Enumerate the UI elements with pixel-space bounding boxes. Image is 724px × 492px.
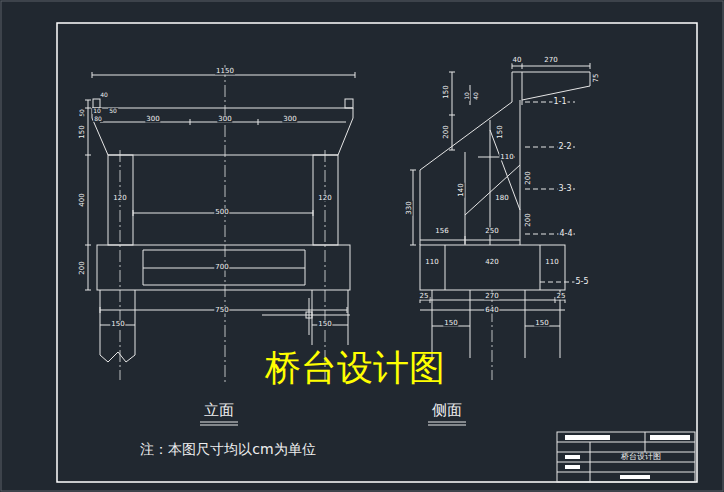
- drawing-line: [525, 102, 575, 282]
- dimension-label: 156: [434, 228, 449, 235]
- drawing-line: [420, 100, 520, 245]
- dimension-label: 25: [419, 293, 430, 300]
- dimension-label: 330: [406, 200, 413, 215]
- dimension-label: 10: [92, 108, 102, 114]
- drawing-line: [100, 325, 348, 326]
- dimension-label: 50: [79, 108, 85, 118]
- dimension-label: 200: [525, 212, 532, 227]
- dimension-label: 150: [79, 124, 86, 139]
- drawing-line: [100, 290, 135, 362]
- dimension-label: 300: [145, 116, 160, 123]
- dimension-label: 1-1: [552, 98, 567, 106]
- drawing-line: [262, 298, 350, 335]
- drawing-line: [557, 432, 695, 482]
- drawing-line: [85, 100, 91, 290]
- drawing-line: [650, 435, 690, 440]
- dimension-label: 5-5: [574, 278, 589, 286]
- drawing-line: [512, 63, 590, 69]
- drawing-line: [565, 465, 580, 469]
- dimension-label: 400: [79, 192, 86, 207]
- dimension-label: 270: [543, 57, 558, 64]
- drawing-line: [420, 245, 565, 290]
- drawing-title: 桥台设计图: [264, 350, 446, 386]
- drawing-line: [57, 23, 697, 482]
- dimension-label: 75: [593, 73, 600, 84]
- dimension-label: 200: [443, 124, 450, 139]
- drawing-line: [92, 108, 353, 155]
- dimension-label: 300: [217, 116, 232, 123]
- drawing-line: [465, 120, 520, 245]
- dimension-label: 270: [484, 293, 499, 300]
- title-block-bars: [565, 435, 690, 479]
- dimension-label: 150: [497, 124, 504, 139]
- dimension-label: 110: [424, 259, 439, 266]
- dimension-label: 120: [112, 195, 127, 202]
- dimension-label: 150: [443, 84, 450, 99]
- dimension-label: 150: [110, 321, 125, 328]
- dimension-label: 140: [458, 182, 465, 197]
- dimension-label: 40: [473, 91, 479, 101]
- drawing-line: [449, 72, 470, 150]
- dimension-label: 25: [556, 293, 567, 300]
- drawing-line: [312, 290, 348, 345]
- dimension-label: 500: [214, 209, 229, 216]
- drawing-line: [420, 236, 520, 244]
- dimension-label: 1150: [215, 68, 235, 75]
- dimension-label: 3-3: [557, 185, 572, 193]
- dimension-label: 120: [317, 195, 332, 202]
- drawing-line: [420, 102, 512, 170]
- dimension-label: 40: [99, 92, 109, 98]
- title-block-cell: 桥台设计图: [596, 452, 686, 462]
- drawing-line: [120, 65, 325, 385]
- caption-text: 侧面: [431, 403, 463, 418]
- caption-text: 注：本图尺寸均以cm为单位: [139, 442, 316, 456]
- dimension-label: 150: [443, 320, 458, 327]
- caption-text: 立面: [203, 403, 235, 418]
- drawing-line: [313, 155, 338, 245]
- dimension-label: 750: [214, 307, 229, 314]
- drawing-line: [512, 72, 590, 105]
- dimension-label: 110: [544, 259, 559, 266]
- drawing-line: [620, 475, 650, 479]
- dimension-label: 700: [214, 264, 229, 271]
- drawing-line: [557, 432, 695, 482]
- dimension-label: 150: [534, 320, 549, 327]
- dimension-label: 420: [484, 259, 499, 266]
- dimension-label: 640: [484, 307, 499, 314]
- drawing-line: [565, 455, 580, 459]
- dimension-label: 40: [512, 57, 523, 64]
- dimension-label: 110: [499, 154, 514, 161]
- drawing-line: [143, 250, 305, 285]
- dimension-label: 200: [525, 170, 532, 185]
- dimension-label: 300: [282, 116, 297, 123]
- dimension-label: 50: [108, 108, 118, 114]
- dimension-label: 180: [494, 195, 509, 202]
- drawing-line: [97, 245, 350, 290]
- drawing-line: [345, 99, 353, 108]
- dimension-label: 4-4: [558, 230, 573, 238]
- drawing-line: [445, 245, 540, 290]
- title-block-text: 桥台设计图: [620, 453, 662, 461]
- drawing-line: [93, 99, 100, 108]
- drawing-line: [492, 290, 493, 380]
- drawing-line: [432, 290, 560, 358]
- dimension-label: 2-2: [557, 143, 572, 151]
- dimension-label: 80: [93, 116, 103, 122]
- drawing-line: [565, 435, 610, 440]
- dimension-label: 250: [484, 228, 499, 235]
- drawing-line: [108, 155, 133, 245]
- dimension-label: 150: [317, 321, 332, 328]
- drawing-line: [200, 422, 466, 425]
- dimension-label: 10: [464, 91, 470, 101]
- dimension-label: 200: [79, 260, 86, 275]
